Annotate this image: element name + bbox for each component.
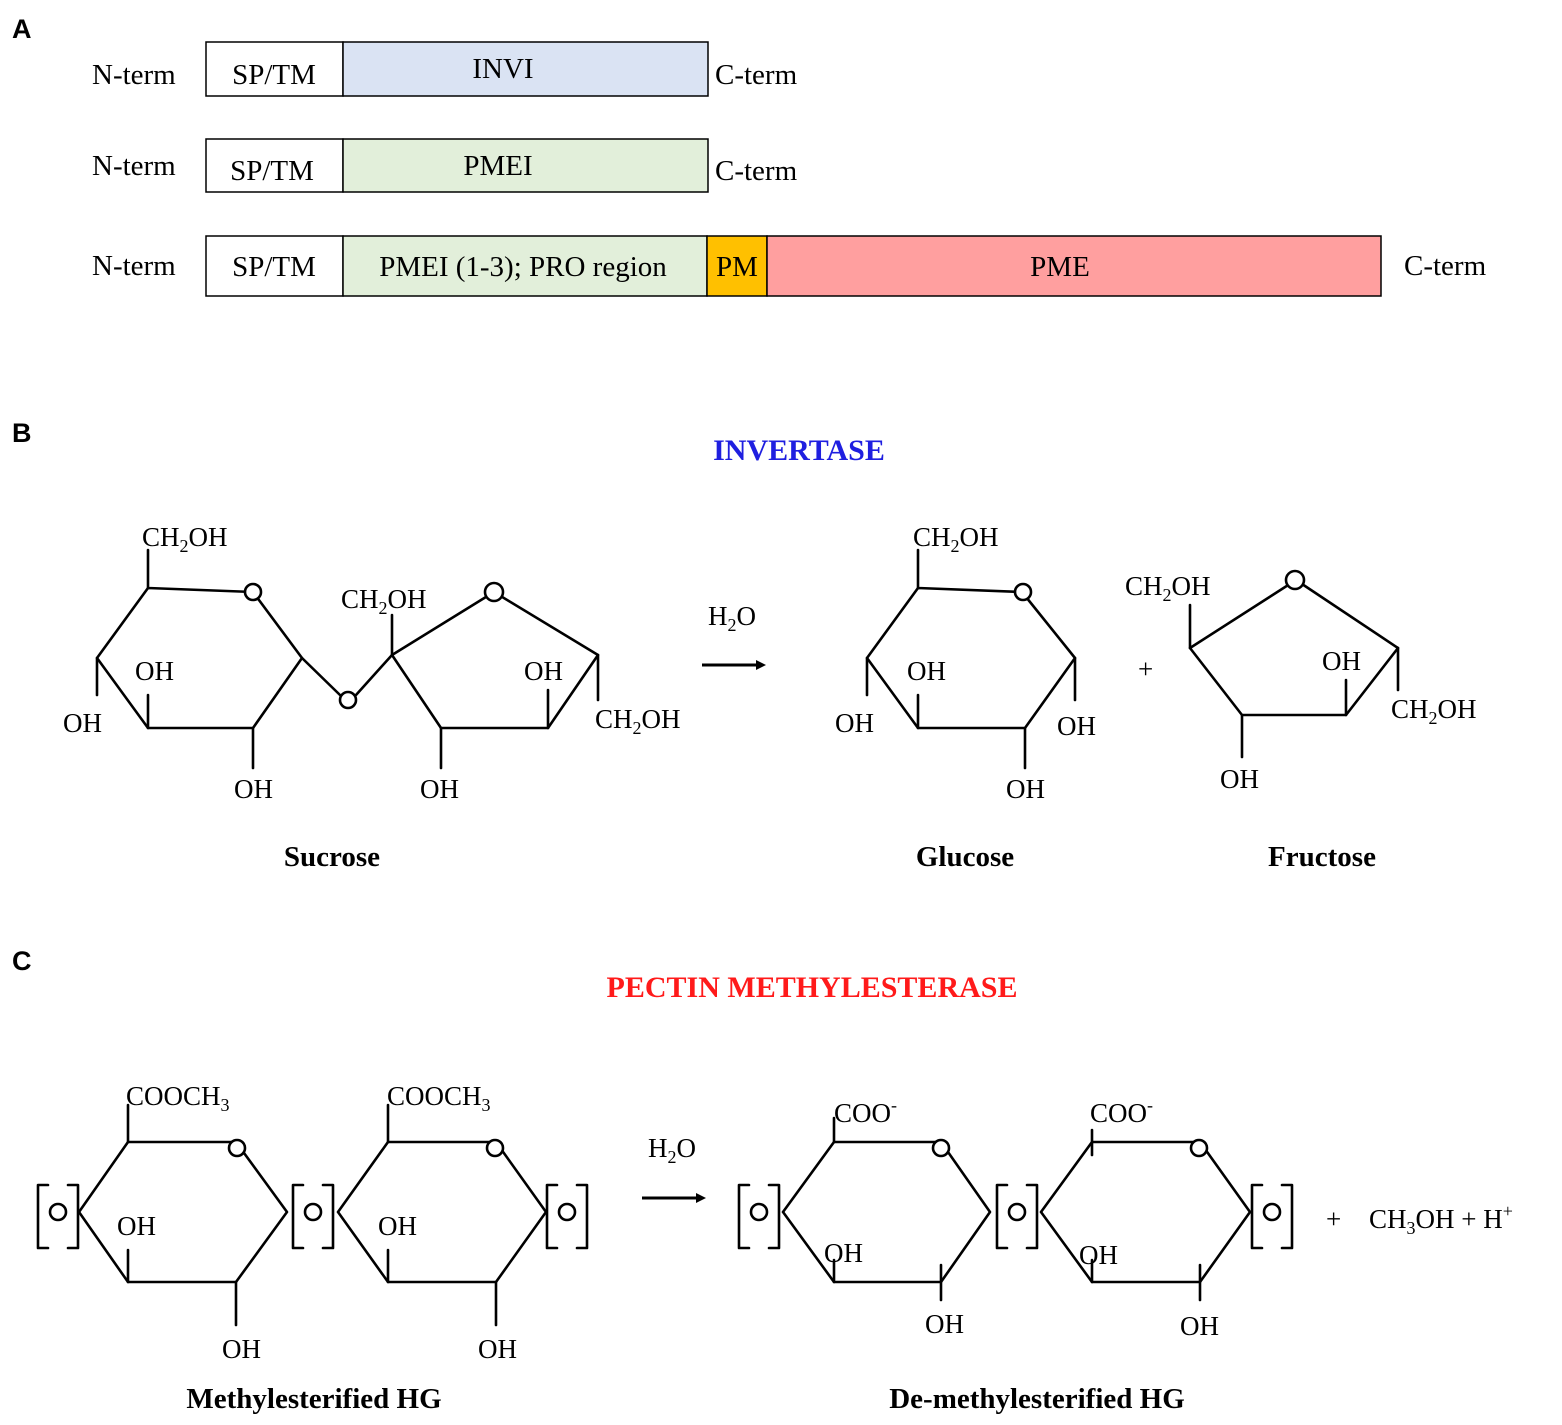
pm-label: PM (716, 251, 758, 283)
pm-domain (706, 235, 768, 297)
sp-tm-domain (205, 235, 344, 297)
ch2oh-label: CH2OH (341, 584, 427, 618)
cooch3-label: COOCH3 (126, 1081, 230, 1115)
linking-oxygen (1262, 1202, 1282, 1222)
ring-oxygen (1189, 1138, 1209, 1158)
demethylesterified-hg-structure: COO- COO- OH OH OH OH (737, 1095, 1294, 1341)
oh-label: OH (835, 708, 874, 738)
ch2oh-label: CH2OH (595, 704, 681, 738)
oh-label: OH (1220, 764, 1259, 794)
oh-label: OH (925, 1309, 964, 1339)
oh-label: OH (907, 656, 946, 686)
panel-label-c: C (12, 946, 32, 976)
methylesterified-hg-label: Methylesterified HG (186, 1383, 441, 1415)
n-term-label: N-term (92, 250, 176, 282)
coo-label: COO- (1090, 1095, 1153, 1128)
c-term-label: C-term (1404, 250, 1487, 282)
plus-sign: + (1326, 1204, 1341, 1234)
oh-label: OH (478, 1334, 517, 1364)
oh-label: OH (824, 1238, 863, 1268)
pmei-domain (342, 138, 709, 193)
fructose-structure: CH2OH OH CH2OH OH (1125, 569, 1477, 794)
domain-row-pmei: N-term SP/TM PMEI C-term (92, 138, 798, 193)
linking-oxygen (557, 1202, 577, 1222)
ring-oxygen (931, 1138, 951, 1158)
c-term-label: C-term (715, 59, 798, 91)
linking-oxygen (48, 1202, 68, 1222)
oh-label: OH (1180, 1311, 1219, 1341)
invi-label: INVI (472, 53, 533, 85)
panel-label-b: B (12, 418, 32, 448)
ch2oh-label: CH2OH (1125, 571, 1211, 605)
methanol-proton-label: CH3OH + H+ (1369, 1201, 1513, 1238)
ring-oxygen (483, 581, 505, 603)
domain-row-pme: N-term SP/TM PMEI (1-3); PRO region PM P… (92, 235, 1487, 297)
oh-label: OH (234, 774, 273, 804)
methylesterified-hg-structure: COOCH3 COOCH3 OH OH OH OH (36, 1081, 589, 1364)
n-term-label: N-term (92, 150, 176, 182)
ring-oxygen (227, 1138, 247, 1158)
oh-label: OH (63, 708, 102, 738)
ch2oh-label: CH2OH (1391, 694, 1477, 728)
oh-label: OH (117, 1211, 156, 1241)
reaction-arrow: H2O (642, 1133, 706, 1203)
ring-oxygen (243, 582, 263, 602)
n-term-label: N-term (92, 59, 176, 91)
fructose-label: Fructose (1268, 841, 1376, 873)
pectin-methylesterase-title: PECTIN METHYLESTERASE (607, 971, 1018, 1004)
sucrose-label: Sucrose (284, 841, 380, 873)
coo-label: COO- (834, 1095, 897, 1128)
oh-label: OH (420, 774, 459, 804)
sp-tm-label: SP/TM (232, 251, 316, 283)
oh-label: OH (135, 656, 174, 686)
oh-label: OH (378, 1211, 417, 1241)
ring-oxygen (1013, 582, 1033, 602)
cooch3-label: COOCH3 (387, 1081, 491, 1115)
panel-label-a: A (12, 14, 32, 44)
sp-tm-label: SP/TM (230, 155, 314, 187)
oh-label: OH (1322, 646, 1361, 676)
water-label: H2O (648, 1133, 696, 1167)
water-label: H2O (708, 601, 756, 635)
invertase-title: INVERTASE (713, 434, 885, 467)
glucose-label: Glucose (916, 841, 1014, 873)
ring-oxygen (485, 1138, 505, 1158)
oh-label: OH (1079, 1240, 1118, 1270)
pmei-label: PMEI (463, 150, 532, 182)
plus-sign: + (1138, 654, 1153, 684)
sp-tm-domain (205, 138, 344, 193)
pro-region-label: PMEI (1-3); PRO region (379, 251, 667, 283)
sucrose-structure: CH2OH OH OH OH CH2OH OH CH2OH OH (63, 522, 681, 804)
linking-oxygen (1007, 1202, 1027, 1222)
linking-oxygen (749, 1202, 769, 1222)
sp-tm-label: SP/TM (232, 59, 316, 91)
invi-domain (342, 41, 709, 97)
c-term-label: C-term (715, 155, 798, 187)
glucose-structure: CH2OH OH OH OH OH (835, 522, 1096, 804)
sp-tm-domain (205, 41, 344, 97)
reaction-arrow: H2O (702, 601, 766, 670)
oh-label: OH (1057, 711, 1096, 741)
pme-label: PME (1030, 251, 1090, 283)
linking-oxygen (303, 1202, 323, 1222)
ring-oxygen (1284, 569, 1306, 591)
glycosidic-oxygen (338, 690, 358, 710)
pme-domain (766, 235, 1382, 297)
ch2oh-label: CH2OH (913, 522, 999, 556)
ch2oh-label: CH2OH (142, 522, 228, 556)
demethylesterified-hg-label: De-methylesterified HG (889, 1383, 1185, 1415)
oh-label: OH (524, 656, 563, 686)
oh-label: OH (1006, 774, 1045, 804)
oh-label: OH (222, 1334, 261, 1364)
domain-row-invi: N-term SP/TM INVI C-term (92, 41, 798, 97)
pro-region-domain (342, 235, 708, 297)
